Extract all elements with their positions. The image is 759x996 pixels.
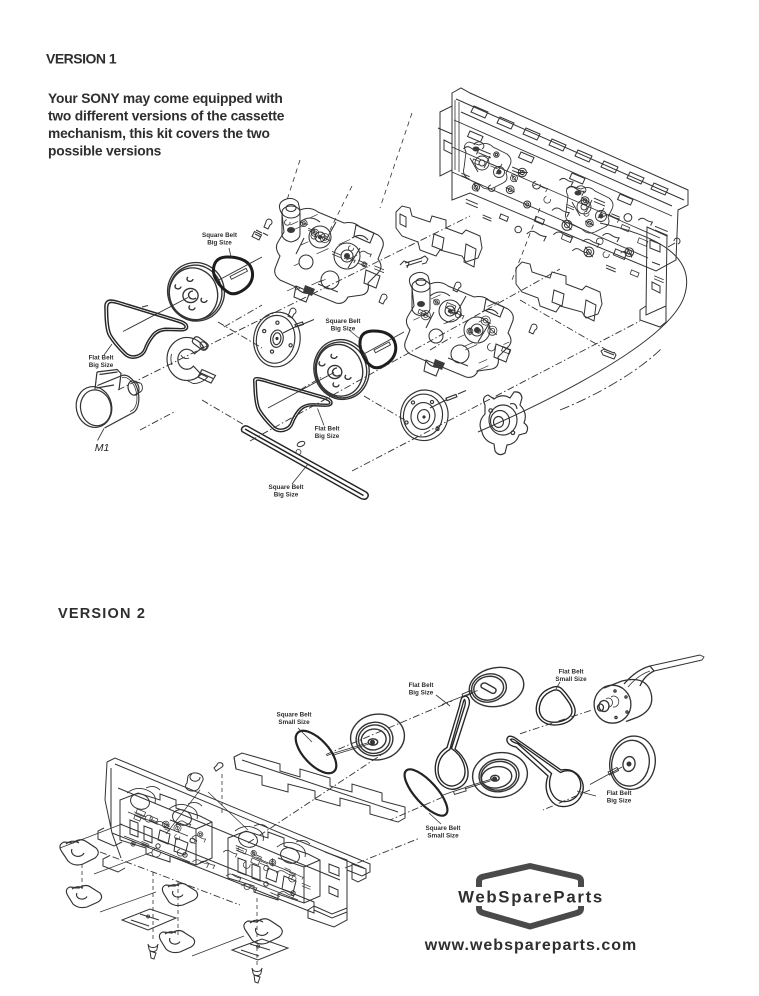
svg-text:Big Size: Big Size [331,326,356,333]
svg-text:Big Size: Big Size [409,690,434,697]
svg-text:Flat Belt: Flat Belt [89,355,115,362]
svg-text:Small Size: Small Size [278,719,310,726]
svg-text:VERSION 1: VERSION 1 [46,51,117,67]
svg-text:M1: M1 [95,442,110,454]
svg-text:Flat Belt: Flat Belt [315,426,341,433]
svg-text:Flat Belt: Flat Belt [607,790,633,797]
svg-text:Square Belt: Square Belt [202,232,238,239]
svg-text:Big Size: Big Size [274,492,299,499]
svg-text:Big Size: Big Size [207,240,232,247]
svg-text:Flat Belt: Flat Belt [559,669,585,676]
svg-text:Flat Belt: Flat Belt [409,682,435,689]
svg-text:two different versions of the: two different versions of the cassette [48,109,285,124]
svg-text:Square Belt: Square Belt [269,484,305,491]
svg-text:possible versions: possible versions [48,144,162,159]
svg-text:WebSpareParts: WebSpareParts [458,888,604,907]
svg-text:Big Size: Big Size [315,433,340,440]
svg-text:Big Size: Big Size [89,362,114,369]
svg-text:Small Size: Small Size [427,833,459,840]
svg-text:Big Size: Big Size [607,798,632,805]
svg-text:VERSION 2: VERSION 2 [58,606,146,622]
svg-text:Square Belt: Square Belt [426,825,462,832]
svg-text:Square Belt: Square Belt [277,712,313,719]
svg-text:Square Belt: Square Belt [326,318,362,325]
svg-text:Small Size: Small Size [555,676,587,683]
svg-text:www.webspareparts.com: www.webspareparts.com [424,937,637,954]
svg-text:mechanism, this kit covers the: mechanism, this kit covers the two [48,126,270,141]
svg-text:Your SONY may come equipped wi: Your SONY may come equipped with [48,91,283,106]
